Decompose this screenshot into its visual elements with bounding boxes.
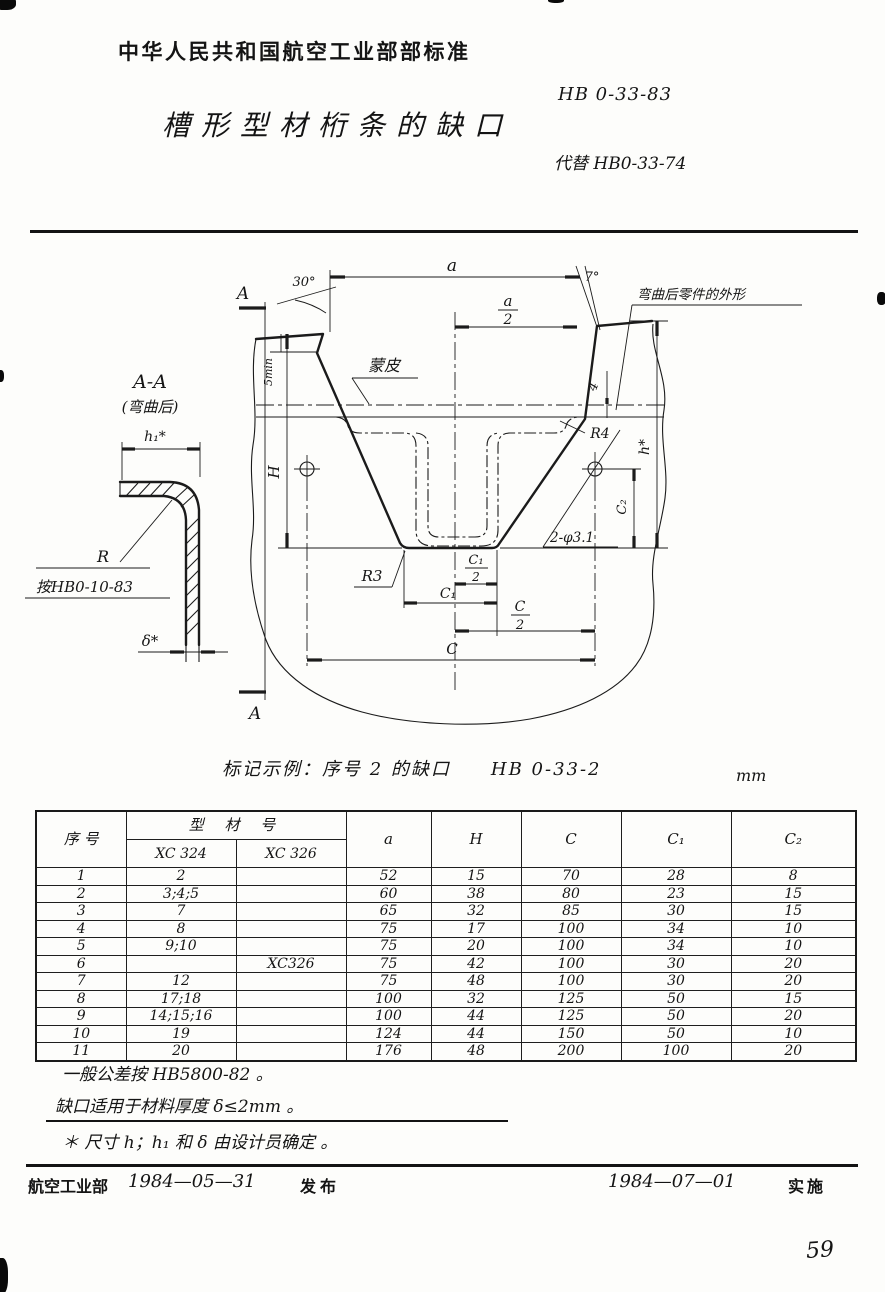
note-thickness: 缺口适用于材料厚度 δ≤2mm 。	[55, 1097, 304, 1117]
col-header-xc324: XC 324	[125, 839, 237, 868]
dim-c1-half-den: 2	[471, 570, 480, 584]
radius-ref-standard: 按HB0-10-83	[36, 578, 133, 596]
skin-label: 蒙皮	[368, 356, 402, 375]
scan-smudge	[0, 0, 16, 10]
note-underline	[46, 1120, 508, 1122]
dim-r4: R4	[589, 426, 609, 442]
dimensions: a a 2 30° 7° 5min 蒙皮 弯曲后零件的外形	[262, 256, 802, 662]
designation-example: 标记示例：序号 2 的缺口 HB 0-33-2	[222, 759, 602, 780]
after-bend-note: 弯曲后零件的外形	[637, 287, 747, 303]
after-bend-outline-outer	[335, 416, 579, 547]
footer-rule	[26, 1164, 858, 1167]
section-profile	[118, 480, 201, 662]
col-header-no: 序 号	[35, 810, 127, 868]
dim-5min: 5min	[262, 358, 275, 386]
scan-smudge	[548, 0, 564, 3]
section-mark-bottom: A	[247, 704, 261, 724]
col-header-C: C	[520, 810, 622, 868]
scan-smudge	[877, 292, 885, 305]
unit-label: mm	[736, 766, 767, 785]
footer-impl-date: 1984—07—01	[608, 1171, 736, 1192]
dim-c1: C₁	[440, 586, 456, 602]
standard-code: HB 0-33-83	[558, 84, 673, 105]
document-title: 槽形型材桁条的缺口	[162, 109, 514, 142]
section-view-a-a: A-A (弯曲后) h₁*	[25, 371, 228, 662]
section-hatching	[125, 482, 200, 636]
section-cut-line: A A	[235, 284, 266, 724]
page-number: 59	[805, 1237, 835, 1264]
stop-hole-left	[294, 455, 320, 666]
dim-h-star: h*	[637, 439, 653, 455]
footer-org: 航空工业部	[28, 1179, 109, 1196]
col-header-C2: C₂	[730, 810, 857, 868]
dim-h1-star: h₁*	[144, 429, 166, 445]
note-designer: ＊ 尺寸 h；h₁ 和 δ 由设计员确定 。	[62, 1133, 338, 1153]
scan-smudge	[0, 1258, 8, 1292]
standard-org-title: 中华人民共和国航空工业部部标准	[118, 41, 471, 64]
col-header-profile: 型 材 号	[125, 810, 347, 840]
header-rule	[30, 230, 858, 233]
section-title: A-A	[131, 371, 167, 393]
col-header-xc326: XC 326	[235, 839, 347, 868]
radius-ref-label: R	[96, 547, 109, 566]
main-view	[250, 312, 667, 725]
dim-a: a	[447, 256, 457, 276]
holes-note: 2-φ3.1	[549, 530, 594, 546]
col-header-a: a	[345, 810, 432, 868]
after-bend-outline-inner	[415, 432, 500, 538]
angle-30: 30°	[292, 275, 315, 290]
col-header-C1: C₁	[620, 810, 732, 868]
section-mark-top: A	[235, 284, 249, 304]
dim-c2: C₂	[615, 499, 630, 514]
dim-c1-half-num: C₁	[468, 553, 483, 568]
torn-edge	[250, 323, 667, 725]
replaces-code: 代替 HB0-33-74	[554, 154, 687, 174]
dim-delta-star: δ*	[142, 632, 159, 650]
dim-r3: R3	[361, 567, 383, 585]
dim-H: H	[265, 465, 283, 480]
footer-issue-label: 发布	[300, 1179, 341, 1196]
dim-c: C	[446, 640, 458, 658]
angle-7: 7°	[585, 270, 600, 285]
dim-c-half-num: C	[515, 599, 526, 615]
section-subtitle: (弯曲后)	[122, 398, 179, 416]
footer-impl-label: 实施	[788, 1179, 827, 1196]
scan-smudge	[0, 370, 4, 382]
dim-a-half-den: 2	[503, 312, 513, 328]
dim-a-half-num: a	[504, 292, 513, 310]
dim-c-half-den: 2	[515, 618, 524, 633]
note-tolerance: 一般公差按 HB5800-82 。	[62, 1065, 273, 1085]
footer-issue-date: 1984—05—31	[128, 1171, 256, 1192]
col-header-H: H	[430, 810, 522, 868]
part-outline	[254, 319, 654, 550]
stop-hole-right	[582, 452, 641, 666]
technical-drawing: A-A (弯曲后) h₁*	[25, 256, 802, 725]
